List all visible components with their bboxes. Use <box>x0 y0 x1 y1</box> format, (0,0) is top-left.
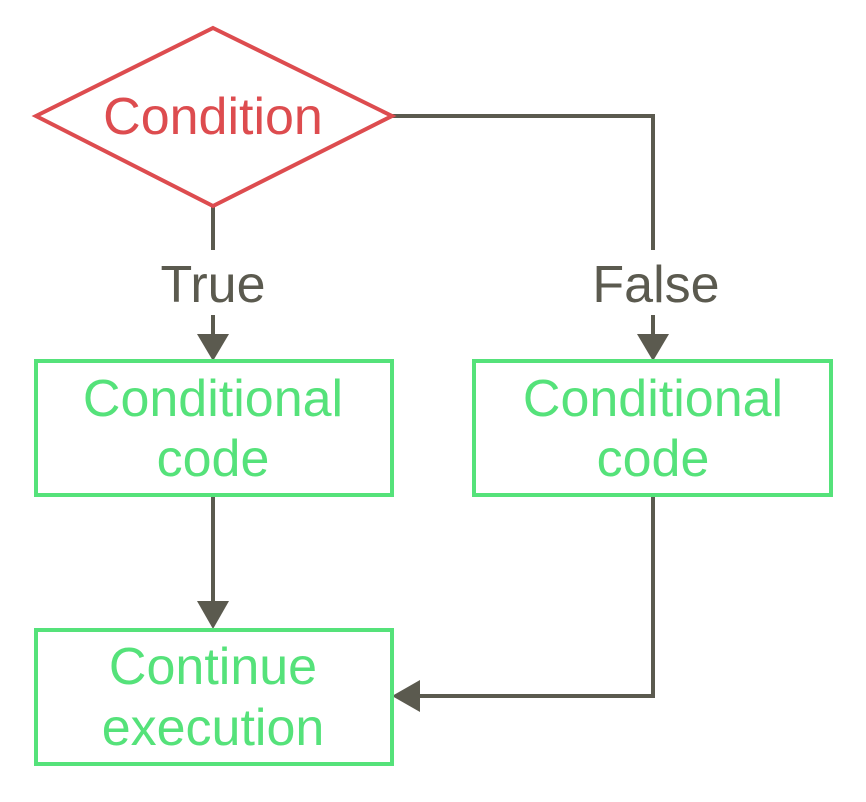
true-branch-node: Conditional code <box>34 359 394 497</box>
continue-label-line2: execution <box>102 699 325 757</box>
connectors <box>197 114 669 712</box>
true-edge-label: True <box>161 256 266 314</box>
continue-label-line1: Continue <box>109 638 317 696</box>
false-to-continue-arrowhead <box>392 680 420 712</box>
true-branch-box <box>34 359 394 497</box>
false-branch-label-line1: Conditional <box>523 370 783 428</box>
false-connector-top <box>392 114 655 250</box>
continue-box <box>34 628 394 766</box>
false-branch-box <box>472 359 833 497</box>
true-to-continue-arrowhead <box>197 601 229 629</box>
continue-node: Continue execution <box>34 628 394 766</box>
true-branch-label-line2: code <box>157 430 270 488</box>
false-edge-label: False <box>592 256 719 314</box>
false-to-continue-connector <box>416 496 655 698</box>
true-branch-label-line1: Conditional <box>83 370 343 428</box>
false-arrowhead <box>637 334 669 361</box>
condition-node: Condition <box>31 25 397 209</box>
true-arrowhead <box>197 334 229 361</box>
false-branch-node: Conditional code <box>472 359 833 497</box>
condition-label: Condition <box>103 88 323 146</box>
condition-diamond <box>31 25 397 209</box>
false-branch-label-line2: code <box>597 430 710 488</box>
